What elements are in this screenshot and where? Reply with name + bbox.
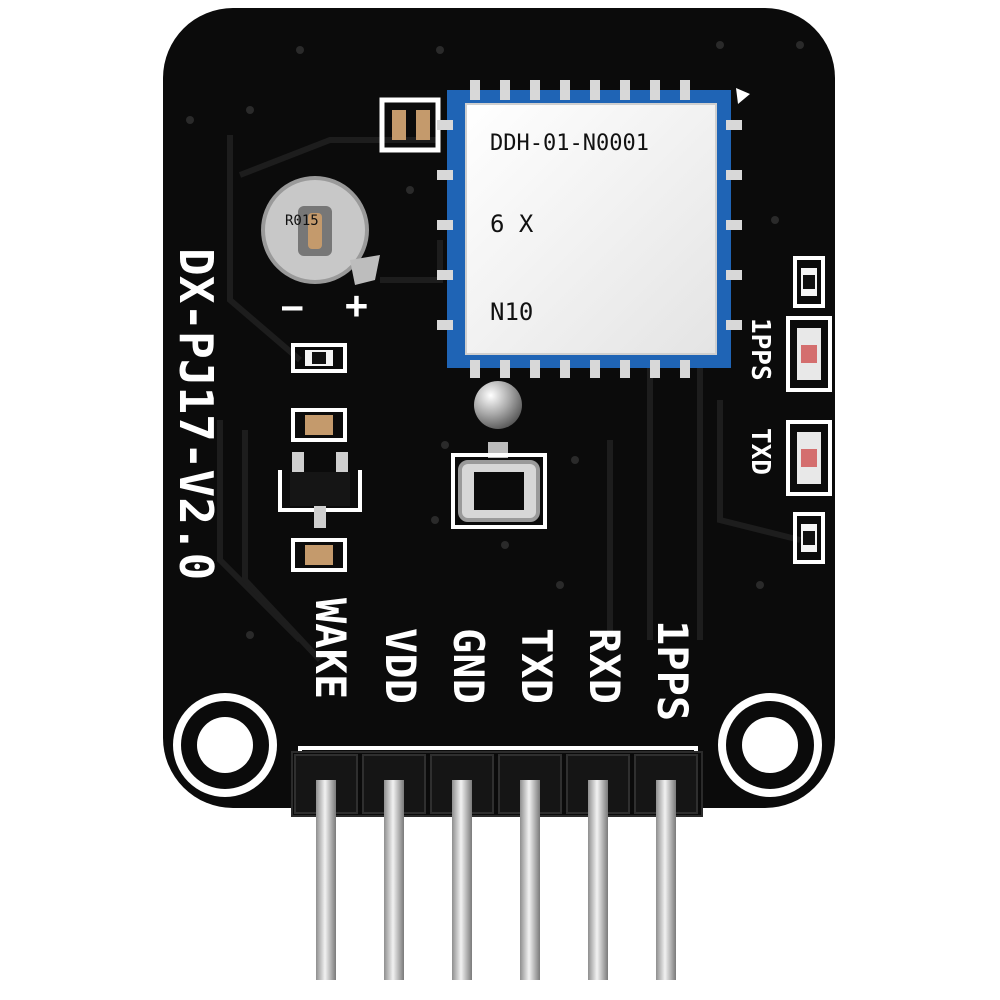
module-label-line1: DDH-01-N0001 [490, 131, 649, 156]
pcb-traces [217, 135, 801, 663]
led-label-1pps: 1PPS [745, 318, 775, 381]
battery-label: R015 [285, 213, 319, 229]
header-pin-1pps [656, 780, 676, 980]
module-castellated-pads [437, 80, 742, 378]
module-shield [465, 103, 717, 355]
pin-label-wake: WAKE [306, 598, 355, 699]
smd-capacitor-2 [291, 408, 347, 442]
mounting-hole-left [173, 693, 277, 797]
module-label-line2: 6 X [490, 210, 534, 238]
smd-ferrite [451, 442, 547, 529]
battery-minus-label: – [282, 287, 303, 327]
board-name-label: DX-PJ17-V2.0 [169, 248, 223, 580]
led-txd [786, 420, 832, 496]
gps-module: DDH-01-N0001 6 X N10 [437, 80, 750, 378]
voltage-regulator [278, 452, 362, 528]
smd-resistor-right-2 [793, 512, 825, 564]
smd-capacitor-3 [291, 538, 347, 572]
pin-label-gnd: GND [444, 628, 493, 704]
pin-label-txd: TXD [512, 628, 561, 704]
module-label-line3: N10 [490, 298, 533, 326]
led-1pps [786, 316, 832, 392]
smd-resistor-right-1 [793, 256, 825, 308]
pin-label-rxd: RXD [580, 628, 629, 704]
header-pin-wake [316, 780, 336, 980]
header-pin-gnd [452, 780, 472, 980]
battery-plus-label: + [345, 283, 368, 327]
header-pin-rxd [588, 780, 608, 980]
header-pin-vdd [384, 780, 404, 980]
pin-label-vdd: VDD [376, 628, 425, 704]
test-point [474, 381, 522, 429]
smd-resistor-1 [291, 343, 347, 373]
header-pins [316, 780, 676, 980]
mounting-hole-right [718, 693, 822, 797]
pin-header [291, 751, 703, 817]
vias [186, 41, 804, 639]
pin-label-1pps: 1PPS [648, 620, 697, 721]
led-label-txd: TXD [745, 428, 775, 475]
header-pin-txd [520, 780, 540, 980]
backup-battery: R015 [261, 176, 380, 285]
